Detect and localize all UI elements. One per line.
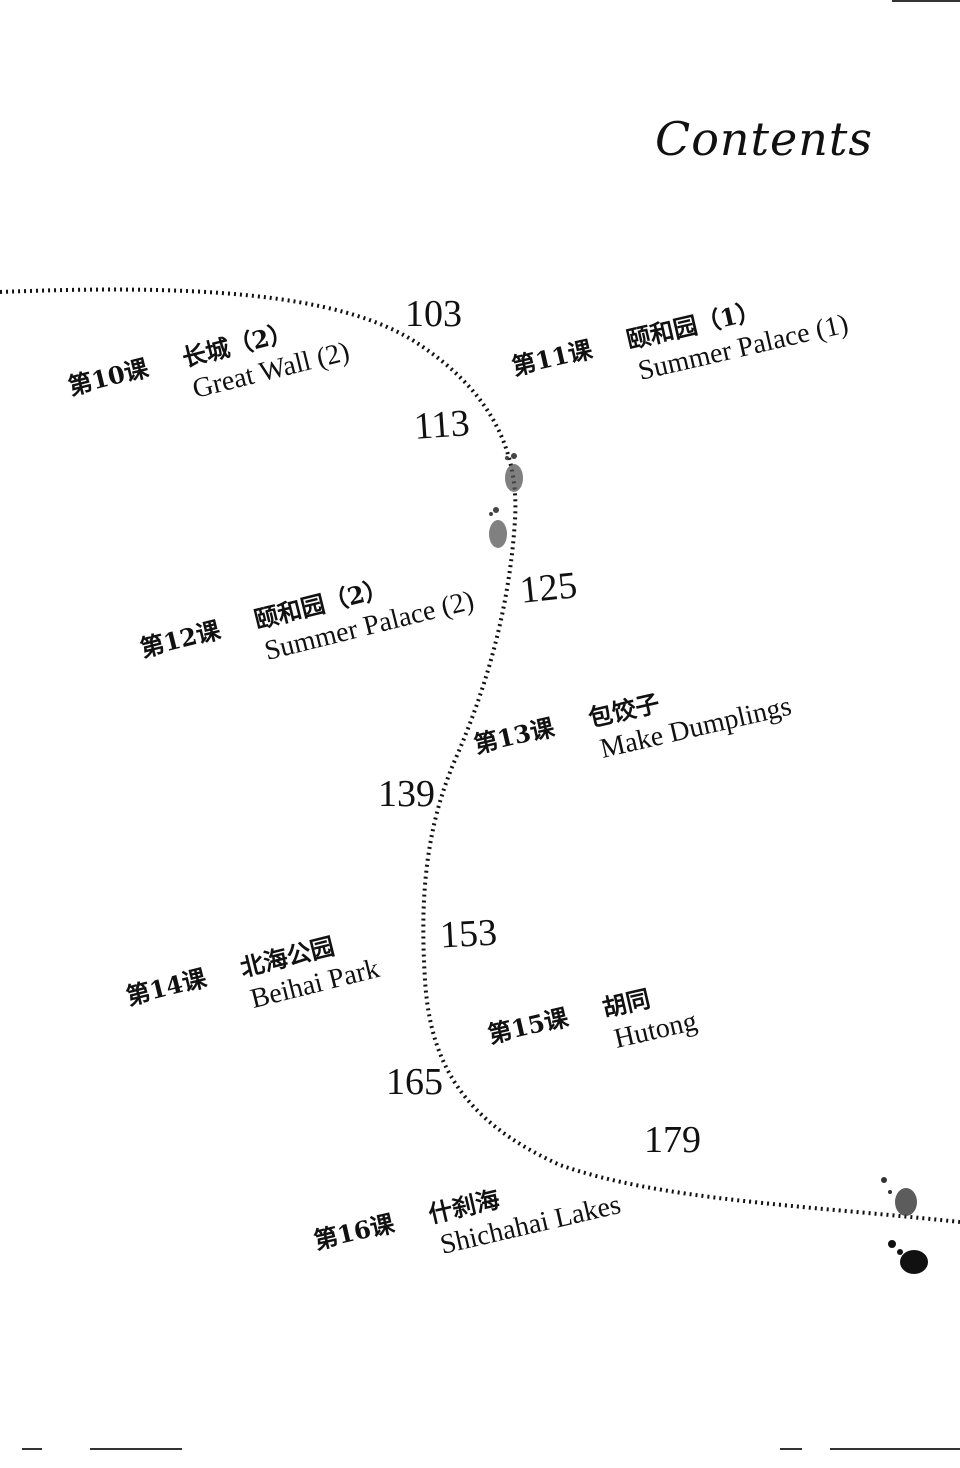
footer-rule — [780, 1448, 802, 1450]
footer-rule — [90, 1448, 182, 1450]
page-number-lesson-13: 139 — [378, 773, 435, 815]
page-number-lesson-15: 165 — [386, 1061, 443, 1103]
page-number-lesson-12: 125 — [517, 564, 580, 612]
page-number-lesson-16: 179 — [644, 1119, 701, 1161]
header-rule — [892, 0, 960, 2]
page-number-lesson-11: 113 — [412, 402, 471, 448]
page-number-lesson-14: 153 — [438, 911, 499, 957]
footprint-icon — [881, 1177, 928, 1274]
footer-rule — [830, 1448, 960, 1450]
footprint-icon — [489, 453, 523, 548]
page-title: Contents — [655, 112, 873, 166]
page-number-lesson-10: 103 — [405, 293, 462, 335]
footer-rule — [22, 1448, 42, 1450]
